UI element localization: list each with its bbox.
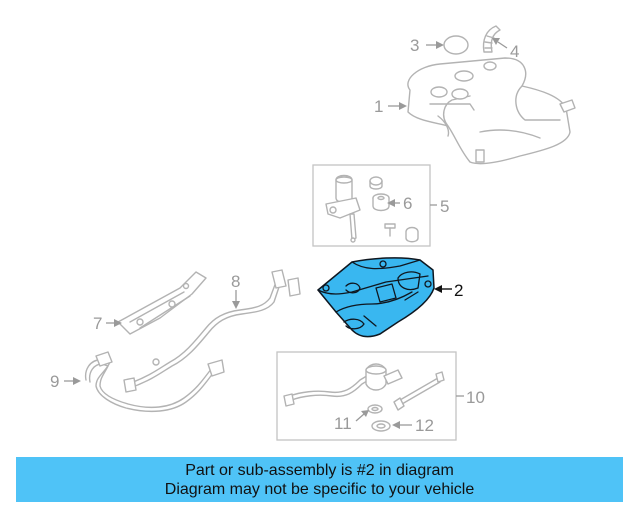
leader-7 xyxy=(106,319,122,327)
leader-11 xyxy=(355,410,369,422)
part-11-o-ring[interactable] xyxy=(367,404,383,414)
part-9-line-assembly[interactable] xyxy=(84,351,225,413)
callout-4[interactable]: 4 xyxy=(510,42,519,61)
leader-1 xyxy=(388,102,407,110)
parts-diagram: 1 2 3 4 5 6 7 8 9 10 11 12 xyxy=(50,25,576,441)
banner-line-2: Diagram may not be specific to your vehi… xyxy=(164,481,475,498)
callout-8[interactable]: 8 xyxy=(231,272,240,291)
part-4-hose[interactable] xyxy=(482,25,501,53)
leader-8 xyxy=(232,290,240,309)
part-3-seal-ring[interactable] xyxy=(443,35,469,55)
callout-9[interactable]: 9 xyxy=(50,372,59,391)
leader-6 xyxy=(387,199,400,207)
info-banner: Part or sub-assembly is #2 in diagram Di… xyxy=(16,457,623,502)
callout-7[interactable]: 7 xyxy=(93,314,102,333)
callout-5[interactable]: 5 xyxy=(440,197,449,216)
part-1-reservoir-tank[interactable] xyxy=(407,57,576,165)
part-12-clamp[interactable] xyxy=(371,420,391,432)
callout-12[interactable]: 12 xyxy=(415,416,434,435)
leader-3 xyxy=(426,41,444,49)
part-5-sensor-group[interactable] xyxy=(312,164,431,247)
callout-1[interactable]: 1 xyxy=(374,97,383,116)
leader-2 xyxy=(434,285,452,293)
part-7-bracket[interactable] xyxy=(117,271,207,335)
callout-2[interactable]: 2 xyxy=(454,281,463,300)
leader-9 xyxy=(64,377,81,385)
part-10-valve-group[interactable] xyxy=(276,351,457,441)
callout-3[interactable]: 3 xyxy=(410,36,419,55)
callout-10[interactable]: 10 xyxy=(466,388,485,407)
banner-line-1: Part or sub-assembly is #2 in diagram xyxy=(185,462,454,479)
leader-4 xyxy=(492,38,508,49)
part-6-grommet[interactable] xyxy=(372,193,390,212)
part-2-highlighted[interactable] xyxy=(317,257,435,338)
callout-6[interactable]: 6 xyxy=(403,194,412,213)
leader-12 xyxy=(392,421,412,429)
part-8-pipe[interactable] xyxy=(123,269,301,393)
callout-11[interactable]: 11 xyxy=(334,414,352,433)
